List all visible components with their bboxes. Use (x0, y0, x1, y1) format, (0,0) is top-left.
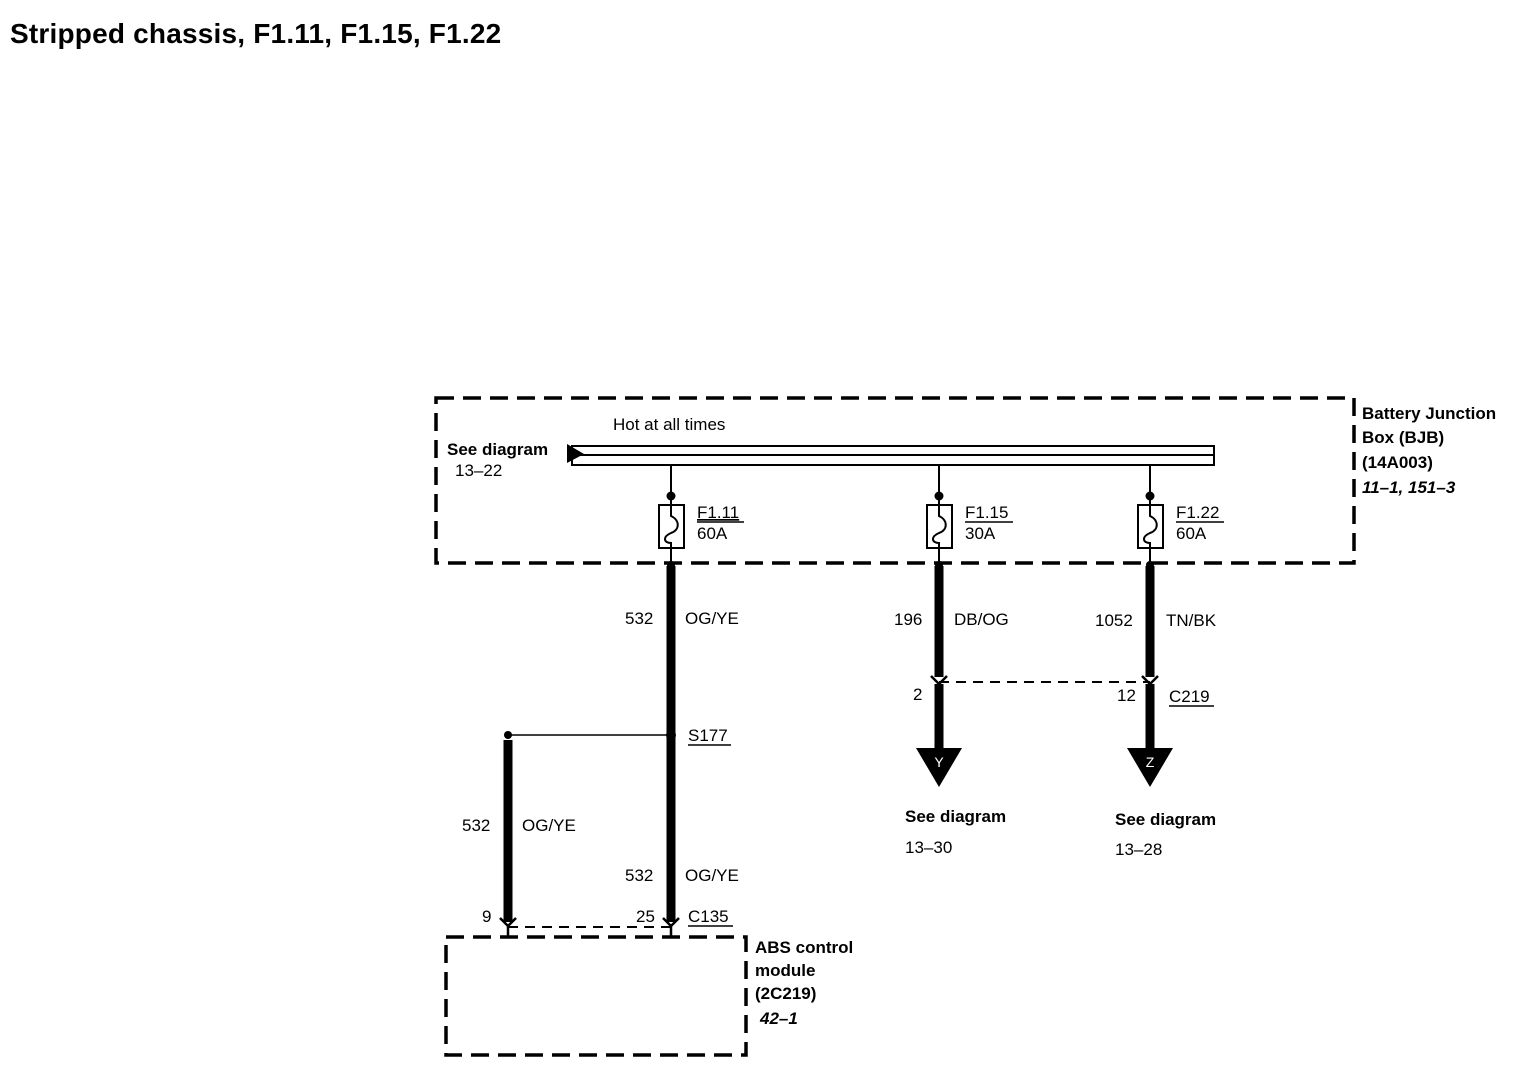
wire-532-branch-color: OG/YE (522, 816, 576, 835)
page-title: Stripped chassis, F1.11, F1.15, F1.22 (10, 18, 502, 49)
splice-branch-dot (504, 731, 512, 739)
bjb-see-diagram-label: See diagram (447, 440, 548, 459)
c219-pin-2: 2 (913, 685, 922, 704)
fuse-f1-15-rating: 30A (965, 524, 996, 543)
fuse-f1-22-rating: 60A (1176, 524, 1207, 543)
c135-label: C135 (688, 907, 729, 926)
bus-arrow-icon (567, 444, 584, 463)
wire-196-circuit: 196 (894, 610, 922, 629)
fuse-f1-22-id: F1.22 (1176, 503, 1219, 522)
c135-pin-25: 25 (636, 907, 655, 926)
connector-c135 (499, 917, 680, 937)
splice-s177-dot (666, 730, 676, 740)
bjb-see-diagram-ref: 13–22 (455, 461, 502, 480)
c135-pin-9: 9 (482, 907, 491, 926)
wire-532-circuit: 532 (625, 609, 653, 628)
wire-532-lower-circuit: 532 (625, 866, 653, 885)
wire-532-lower-color: OG/YE (685, 866, 739, 885)
bjb-name-line2: Box (BJB) (1362, 428, 1444, 447)
wire-532-color: OG/YE (685, 609, 739, 628)
offpage-z-see-ref: 13–28 (1115, 840, 1162, 859)
fuse-f1-15-id: F1.15 (965, 503, 1008, 522)
connector-c219 (930, 675, 1159, 686)
fuse-f1-11-rating: 60A (697, 524, 728, 543)
bus-label: Hot at all times (613, 415, 725, 434)
wire-1052-circuit: 1052 (1095, 611, 1133, 630)
wire-196-color: DB/OG (954, 610, 1009, 629)
c219-label: C219 (1169, 687, 1210, 706)
abs-part-number: (2C219) (755, 984, 816, 1003)
wire-1052-color: TN/BK (1166, 611, 1217, 630)
abs-name-line2: module (755, 961, 815, 980)
fuse-f1-11-id: F1.11 (697, 503, 739, 522)
fuse-f1-22 (1137, 465, 1164, 569)
offpage-z-icon (1127, 748, 1173, 787)
abs-name-line1: ABS control (755, 938, 853, 957)
splice-s177-label: S177 (688, 726, 728, 745)
bjb-part-number: (14A003) (1362, 453, 1433, 472)
abs-reference: 42–1 (759, 1009, 798, 1028)
offpage-y-icon (916, 748, 962, 787)
bjb-box (434, 396, 1356, 565)
offpage-y-see-ref: 13–30 (905, 838, 952, 857)
wire-532-branch-circuit: 532 (462, 816, 490, 835)
fuse-f1-15 (926, 465, 953, 569)
offpage-z-see-label: See diagram (1115, 810, 1216, 829)
fuse-f1-11 (658, 465, 685, 569)
bjb-reference: 11–1, 151–3 (1362, 478, 1456, 497)
offpage-y-see-label: See diagram (905, 807, 1006, 826)
abs-module-box (444, 935, 748, 1057)
c219-pin-12: 12 (1117, 686, 1136, 705)
bjb-name-line1: Battery Junction (1362, 404, 1496, 423)
offpage-y-letter: Y (934, 754, 944, 770)
offpage-z-letter: Z (1146, 754, 1155, 770)
